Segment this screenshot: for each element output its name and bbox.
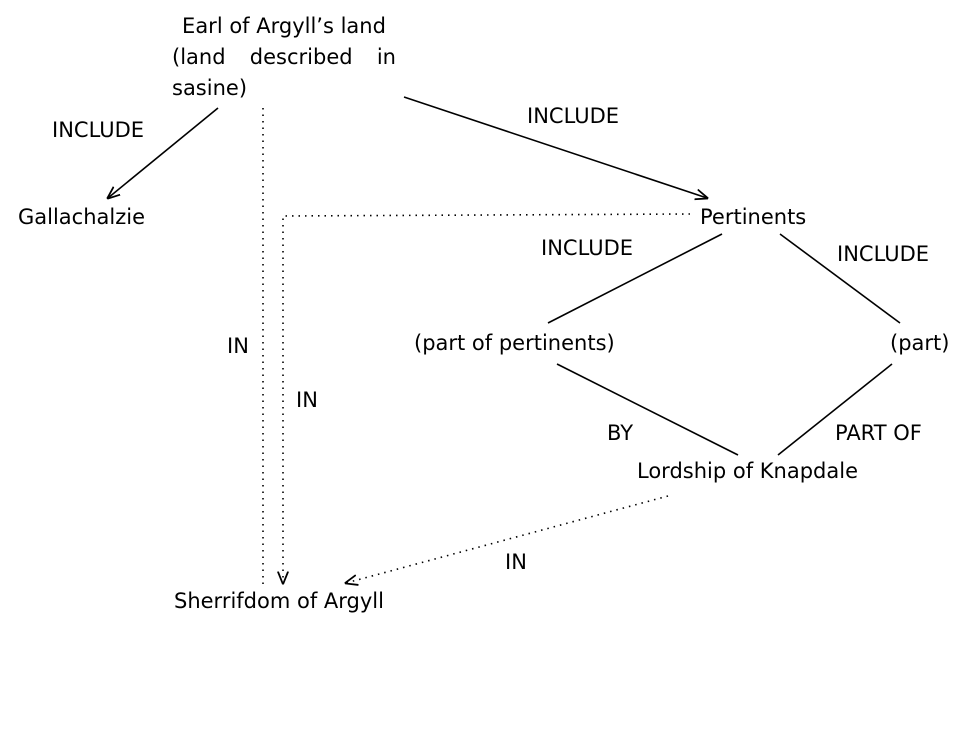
node-lordship-of-knapdale: Lordship of Knapdale xyxy=(637,459,859,483)
node-earl-of-argylls-land: Earl of Argyll’s land (land described in… xyxy=(172,11,396,104)
node-part-of-pertinents: (part of pertinents) xyxy=(414,331,615,355)
edge-label-include-part: INCLUDE xyxy=(837,242,930,266)
edge-label-include-gallachalzie: INCLUDE xyxy=(52,118,145,142)
edge-label-include-pertinents: INCLUDE xyxy=(527,104,620,128)
edge-label-in-earl-sherrifdom: IN xyxy=(227,334,249,358)
edge-label-in-knapdale-sherrifdom: IN xyxy=(505,550,527,574)
node-pertinents: Pertinents xyxy=(700,205,807,229)
edge-part-part-of-lordship xyxy=(777,363,893,456)
node-earl-line2-word: in xyxy=(376,45,396,69)
node-part: (part) xyxy=(890,331,950,355)
node-earl-line2-word: (land xyxy=(172,45,226,69)
node-sherrifdom-of-argyll: Sherrifdom of Argyll xyxy=(174,589,384,613)
edge-earl-to-gallachalzie xyxy=(108,107,219,198)
edge-pertinents-in-sherrifdom xyxy=(283,213,691,583)
node-earl-line2-word: described xyxy=(249,45,353,69)
node-gallachalzie: Gallachalzie xyxy=(18,205,146,229)
edge-pertinents-include-part xyxy=(779,233,901,324)
node-earl-line1: Earl of Argyll’s land xyxy=(182,14,386,38)
edge-label-in-pertinents-sherrifdom: IN xyxy=(296,388,318,412)
edge-pertinents-include-part-of-pertinents xyxy=(547,233,723,324)
edge-part-of-pertinents-by-lordship xyxy=(556,363,739,456)
edge-label-by: BY xyxy=(607,421,634,445)
node-earl-line3: sasine) xyxy=(172,76,248,100)
edge-label-part-of: PART OF xyxy=(835,421,922,445)
edge-earl-to-pertinents xyxy=(403,96,707,198)
edge-label-include-part-of-pertinents: INCLUDE xyxy=(541,236,634,260)
node-earl-line2: (land described in xyxy=(172,42,396,73)
